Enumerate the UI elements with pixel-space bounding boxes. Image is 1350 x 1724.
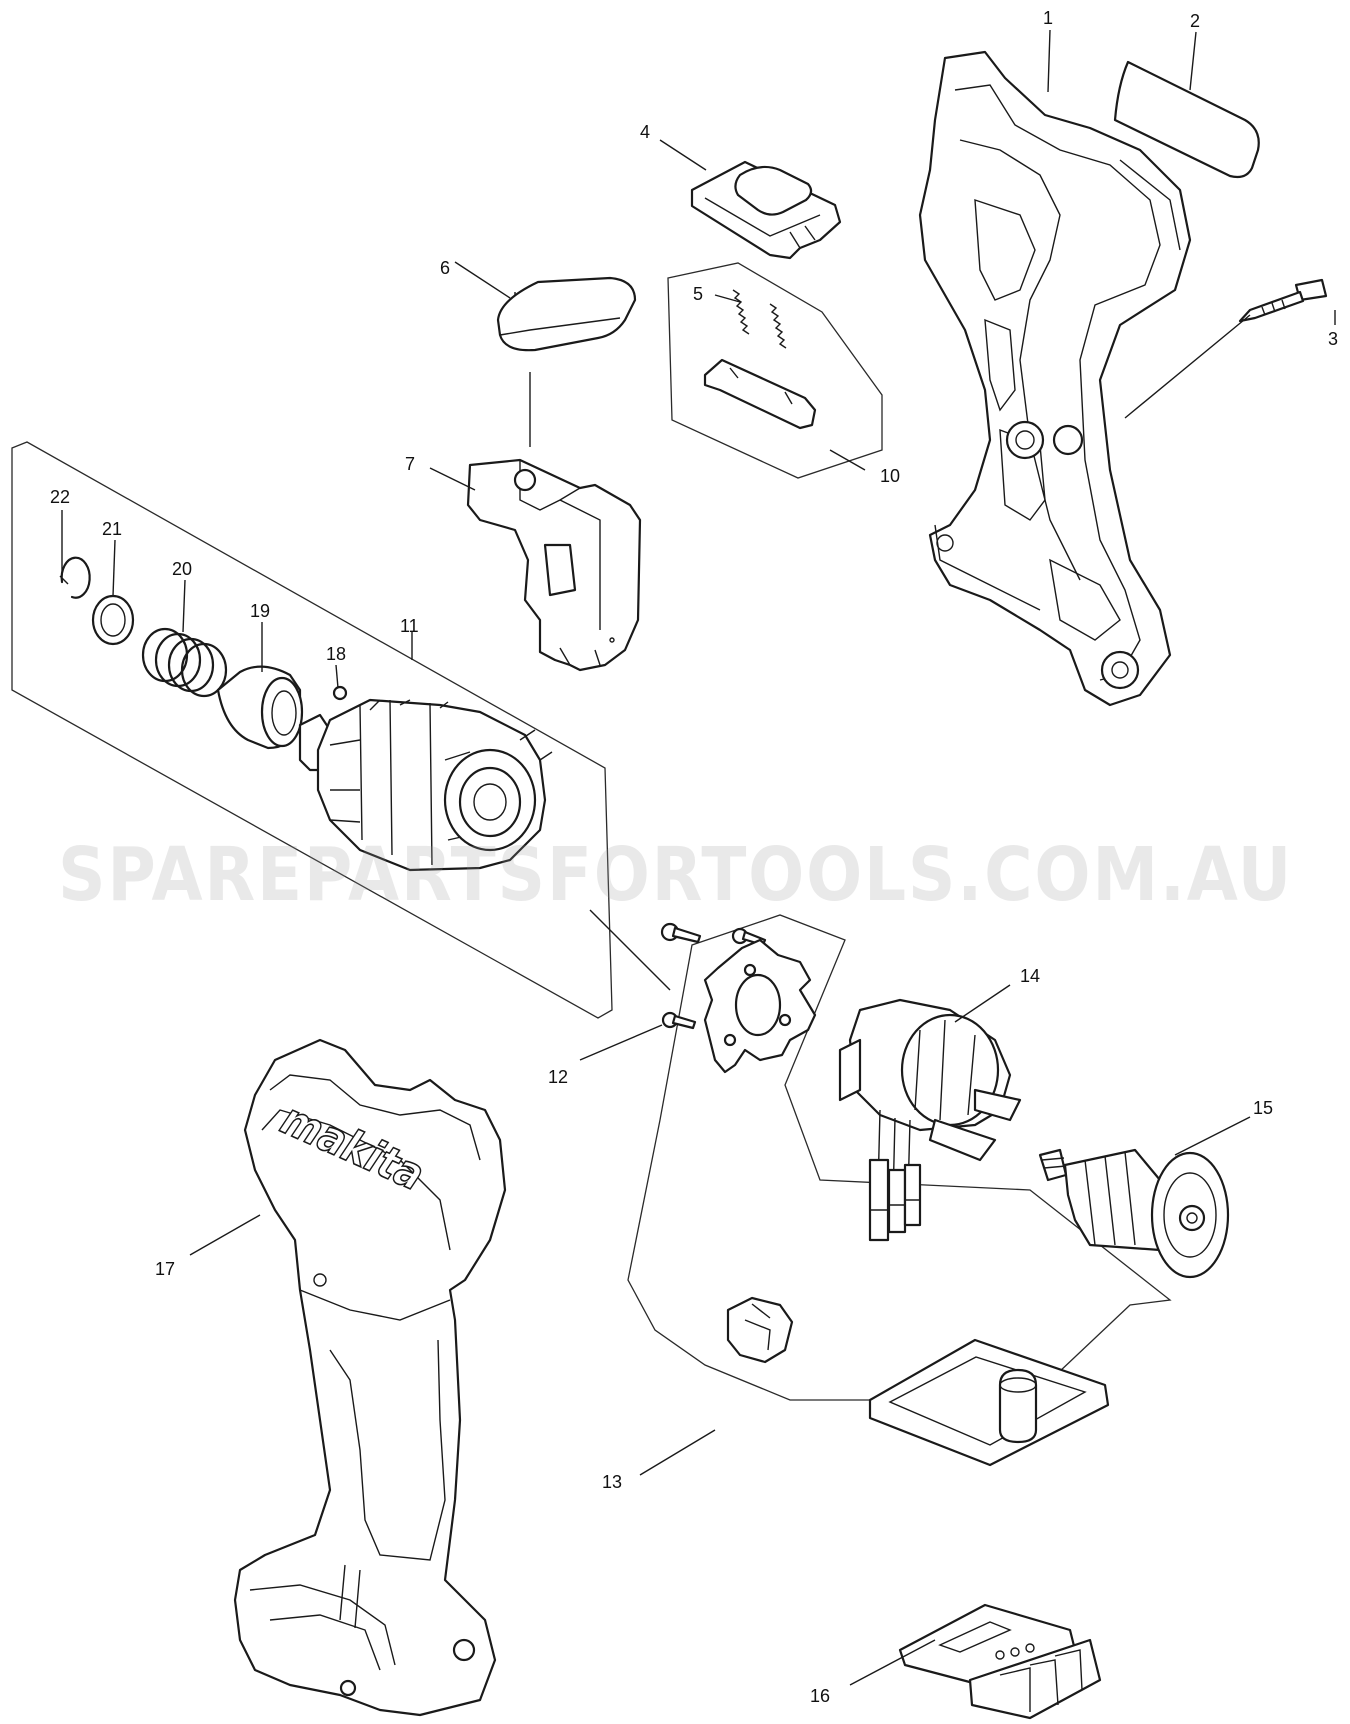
callout-19: 19: [250, 601, 270, 621]
callout-5: 5: [693, 284, 703, 304]
motor-housing-right: [918, 50, 1192, 707]
baffle-plate: [703, 938, 817, 1074]
gear-assembly: [298, 698, 553, 872]
callout-12: 12: [548, 1067, 568, 1087]
switch-connector: [726, 1296, 794, 1364]
callout-7: 7: [405, 454, 415, 474]
battery-terminal: [898, 1603, 1102, 1720]
screw-upper-left: [660, 922, 702, 944]
tapping-screw: [1238, 278, 1328, 323]
watermark-text: SPAREPARTSFORTOOLS.COM.AU: [58, 832, 1293, 918]
callout-22: 22: [50, 487, 70, 507]
compression-spring-20: [141, 627, 228, 698]
callout-11: 11: [400, 616, 419, 636]
callout-20: 20: [172, 559, 192, 579]
callout-6: 6: [440, 258, 450, 278]
flat-washer: [91, 594, 135, 646]
sleeve: [216, 665, 304, 750]
kit-outline-13: [627, 914, 1172, 1401]
steel-ball: [332, 685, 348, 701]
compression-springs: [732, 289, 787, 349]
callout-10: 10: [880, 466, 900, 486]
switch-slider: [703, 358, 817, 430]
callout-1: 1: [1043, 8, 1053, 28]
trigger-switch: [466, 458, 642, 672]
callout-4: 4: [640, 122, 650, 142]
switch-trigger: [496, 276, 637, 352]
callout-3: 3: [1328, 329, 1338, 349]
kit-outline-11: [11, 441, 613, 1019]
callout-17: 17: [155, 1259, 175, 1279]
housing-set-left: makita: [233, 1038, 507, 1717]
controller-housing: [868, 1338, 1110, 1467]
leader-lines: [61, 29, 1336, 1686]
callout-18: 18: [326, 644, 346, 664]
stator: [838, 998, 1022, 1242]
callout-2: 2: [1190, 11, 1200, 31]
callout-21: 21: [102, 519, 122, 539]
callout-15: 15: [1253, 1098, 1273, 1118]
rotor: [1038, 1148, 1230, 1279]
callout-13: 13: [602, 1472, 622, 1492]
retaining-ring: [59, 556, 91, 599]
label-plate: [1113, 60, 1260, 179]
kit-outline-10: [667, 262, 883, 479]
switch-lever-cover: [690, 160, 842, 260]
callout-16: 16: [810, 1686, 830, 1706]
callout-labels: 1 2 3 4 5 6 7 10 11 12 13 14 15 16 17 18…: [50, 8, 1338, 1706]
screw-lower: [661, 1011, 697, 1030]
callout-14: 14: [1020, 966, 1040, 986]
